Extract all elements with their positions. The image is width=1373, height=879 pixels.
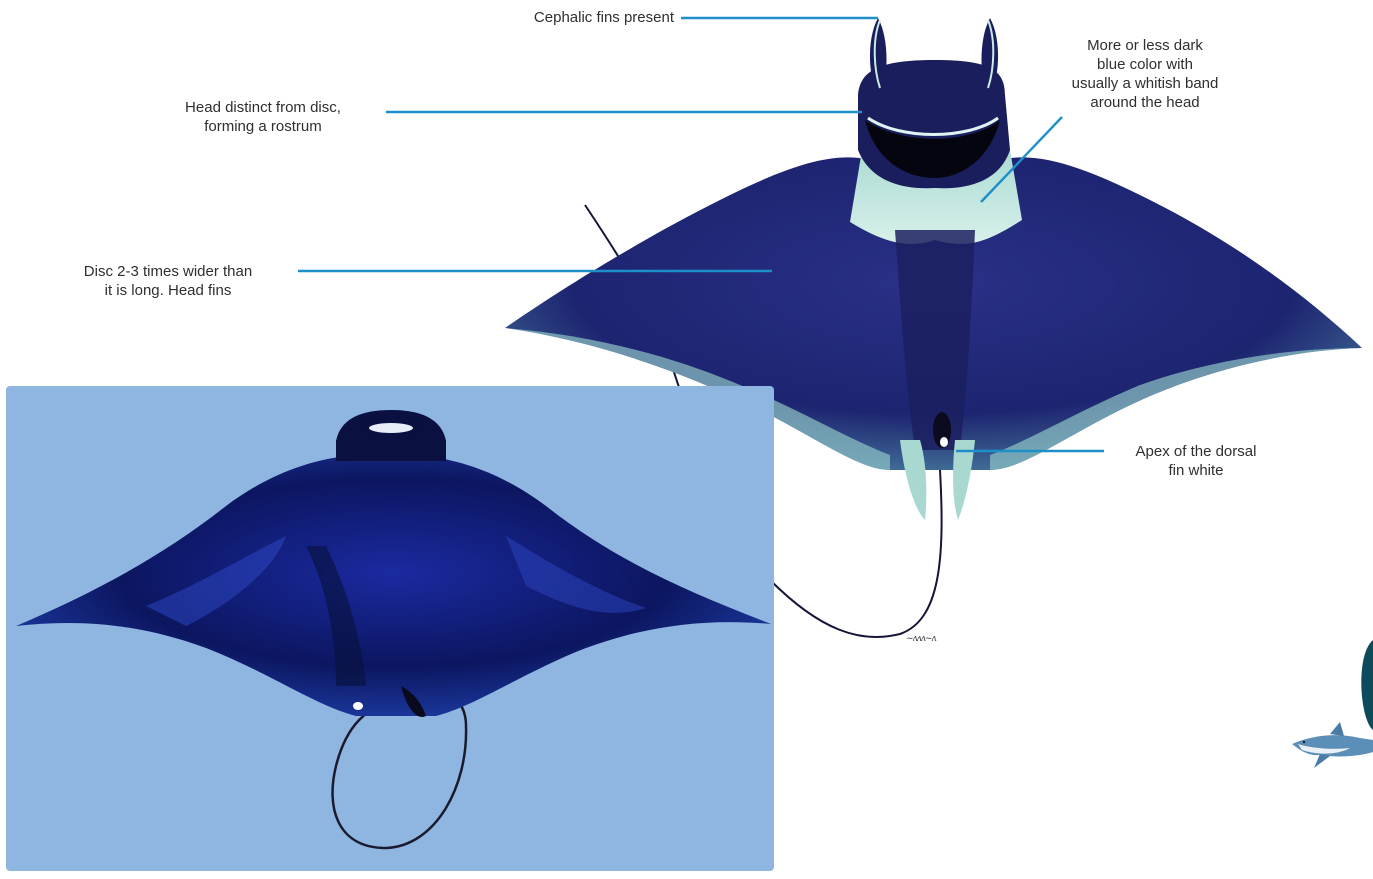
label-color: More or less dark blue color with usuall… xyxy=(1040,36,1250,112)
label-dorsal: Apex of the dorsal fin white xyxy=(1106,442,1286,480)
label-disc: Disc 2-3 times wider than it is long. He… xyxy=(44,262,292,300)
cephalic-fins-text: Cephalic fins present xyxy=(534,9,674,26)
shark-icon xyxy=(1290,722,1373,772)
dorsal-text-line1: Apex of the dorsal xyxy=(1106,442,1286,461)
artist-signature: ~ʌʌʌ~ʌ xyxy=(906,634,935,644)
color-text-line1: More or less dark xyxy=(1040,36,1250,55)
color-text-line2: blue color with xyxy=(1040,55,1250,74)
label-head: Head distinct from disc, forming a rostr… xyxy=(146,98,380,136)
manta-ray-photo-image xyxy=(6,386,774,871)
disc-text-line1: Disc 2-3 times wider than xyxy=(44,262,292,281)
head-text-line2: forming a rostrum xyxy=(146,117,380,136)
color-text-line4: around the head xyxy=(1040,93,1250,112)
page-edge-accent xyxy=(1361,640,1373,730)
head-text-line1: Head distinct from disc, xyxy=(146,98,380,117)
color-text-line3: usually a whitish band xyxy=(1040,74,1250,93)
dorsal-text-line2: fin white xyxy=(1106,461,1286,480)
label-cephalic-fins: Cephalic fins present xyxy=(430,8,674,27)
manta-ray-photo xyxy=(6,386,774,871)
disc-text-line2: it is long. Head fins xyxy=(44,281,292,300)
